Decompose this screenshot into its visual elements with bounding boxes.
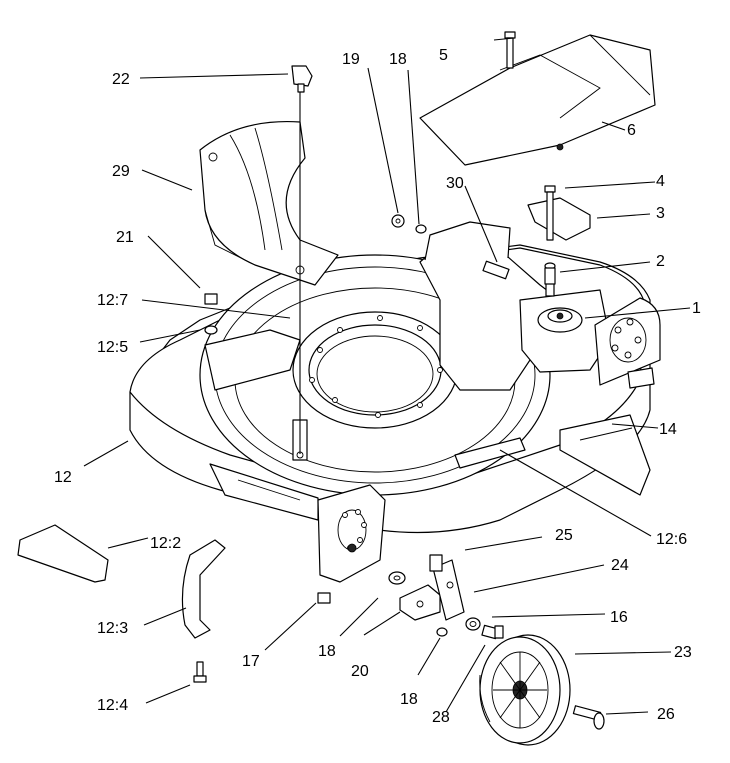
callout-14: 14 — [659, 421, 677, 438]
callout-12-7: 12:7 — [97, 292, 128, 309]
bracket-part-3 — [527, 197, 591, 241]
callout-3: 3 — [656, 205, 665, 222]
wheel-bracket-part-24 — [432, 559, 465, 621]
washer-part-18-low — [436, 627, 448, 637]
callout-12-2: 12:2 — [150, 535, 181, 552]
callout-18-low: 18 — [400, 691, 418, 708]
callout-24: 24 — [611, 557, 629, 574]
discharge-cover — [419, 34, 656, 166]
callout-20: 20 — [351, 663, 369, 680]
callout-labels: 1 2 3 4 5 6 12 12:2 12:3 12:4 12:5 12:6 … — [54, 47, 701, 726]
nut-part-19 — [391, 214, 405, 228]
bolt-part-4 — [544, 185, 556, 241]
axle-bolt-part-26 — [572, 705, 605, 730]
callout-12-5: 12:5 — [97, 339, 128, 356]
deflector-part-29 — [199, 120, 339, 286]
latch-part-25 — [429, 554, 443, 572]
callout-12-4: 12:4 — [97, 697, 128, 714]
callout-6: 6 — [627, 122, 636, 139]
mower-deck — [129, 221, 661, 583]
callout-25: 25 — [555, 527, 573, 544]
leader-lines — [83, 37, 691, 715]
callout-17: 17 — [242, 653, 260, 670]
flap-part-12-2 — [17, 524, 109, 583]
callout-12-6: 12:6 — [656, 531, 687, 548]
callout-28: 28 — [432, 709, 450, 726]
callout-2: 2 — [656, 253, 665, 270]
washer-part-18-mid — [388, 571, 406, 585]
wheel-part-23 — [479, 634, 571, 746]
callout-4: 4 — [656, 173, 665, 190]
callout-12-3: 12:3 — [97, 620, 128, 637]
knob-part-22 — [291, 65, 313, 93]
nut-part-17 — [317, 592, 331, 604]
callout-19: 19 — [342, 51, 360, 68]
drive-pulley-assembly — [519, 289, 611, 373]
callout-5: 5 — [439, 47, 448, 64]
callout-29: 29 — [112, 163, 130, 180]
callout-30: 30 — [446, 175, 464, 192]
spacer-part-2 — [544, 267, 556, 285]
pin-part-30 — [482, 260, 510, 280]
callout-21: 21 — [116, 229, 134, 246]
wheel-bracket-part-20 — [399, 584, 441, 621]
nut-part-21 — [204, 293, 218, 305]
washer-part-12-5 — [204, 325, 218, 335]
washer-part-16 — [465, 617, 481, 631]
callout-23: 23 — [674, 644, 692, 661]
screw-part-12-4 — [193, 661, 207, 683]
washer-part-18-top — [415, 224, 427, 234]
callout-26: 26 — [657, 706, 675, 723]
bolt-part-28 — [481, 624, 504, 640]
callout-16: 16 — [610, 609, 628, 626]
bracket-part-12-3 — [181, 539, 226, 639]
callout-18-mid: 18 — [318, 643, 336, 660]
callout-18-top: 18 — [389, 51, 407, 68]
callout-1: 1 — [692, 300, 701, 317]
callout-22: 22 — [112, 71, 130, 88]
rear-guard-part-14 — [559, 414, 651, 496]
callout-12: 12 — [54, 469, 72, 486]
screw-part-5 — [504, 31, 516, 69]
